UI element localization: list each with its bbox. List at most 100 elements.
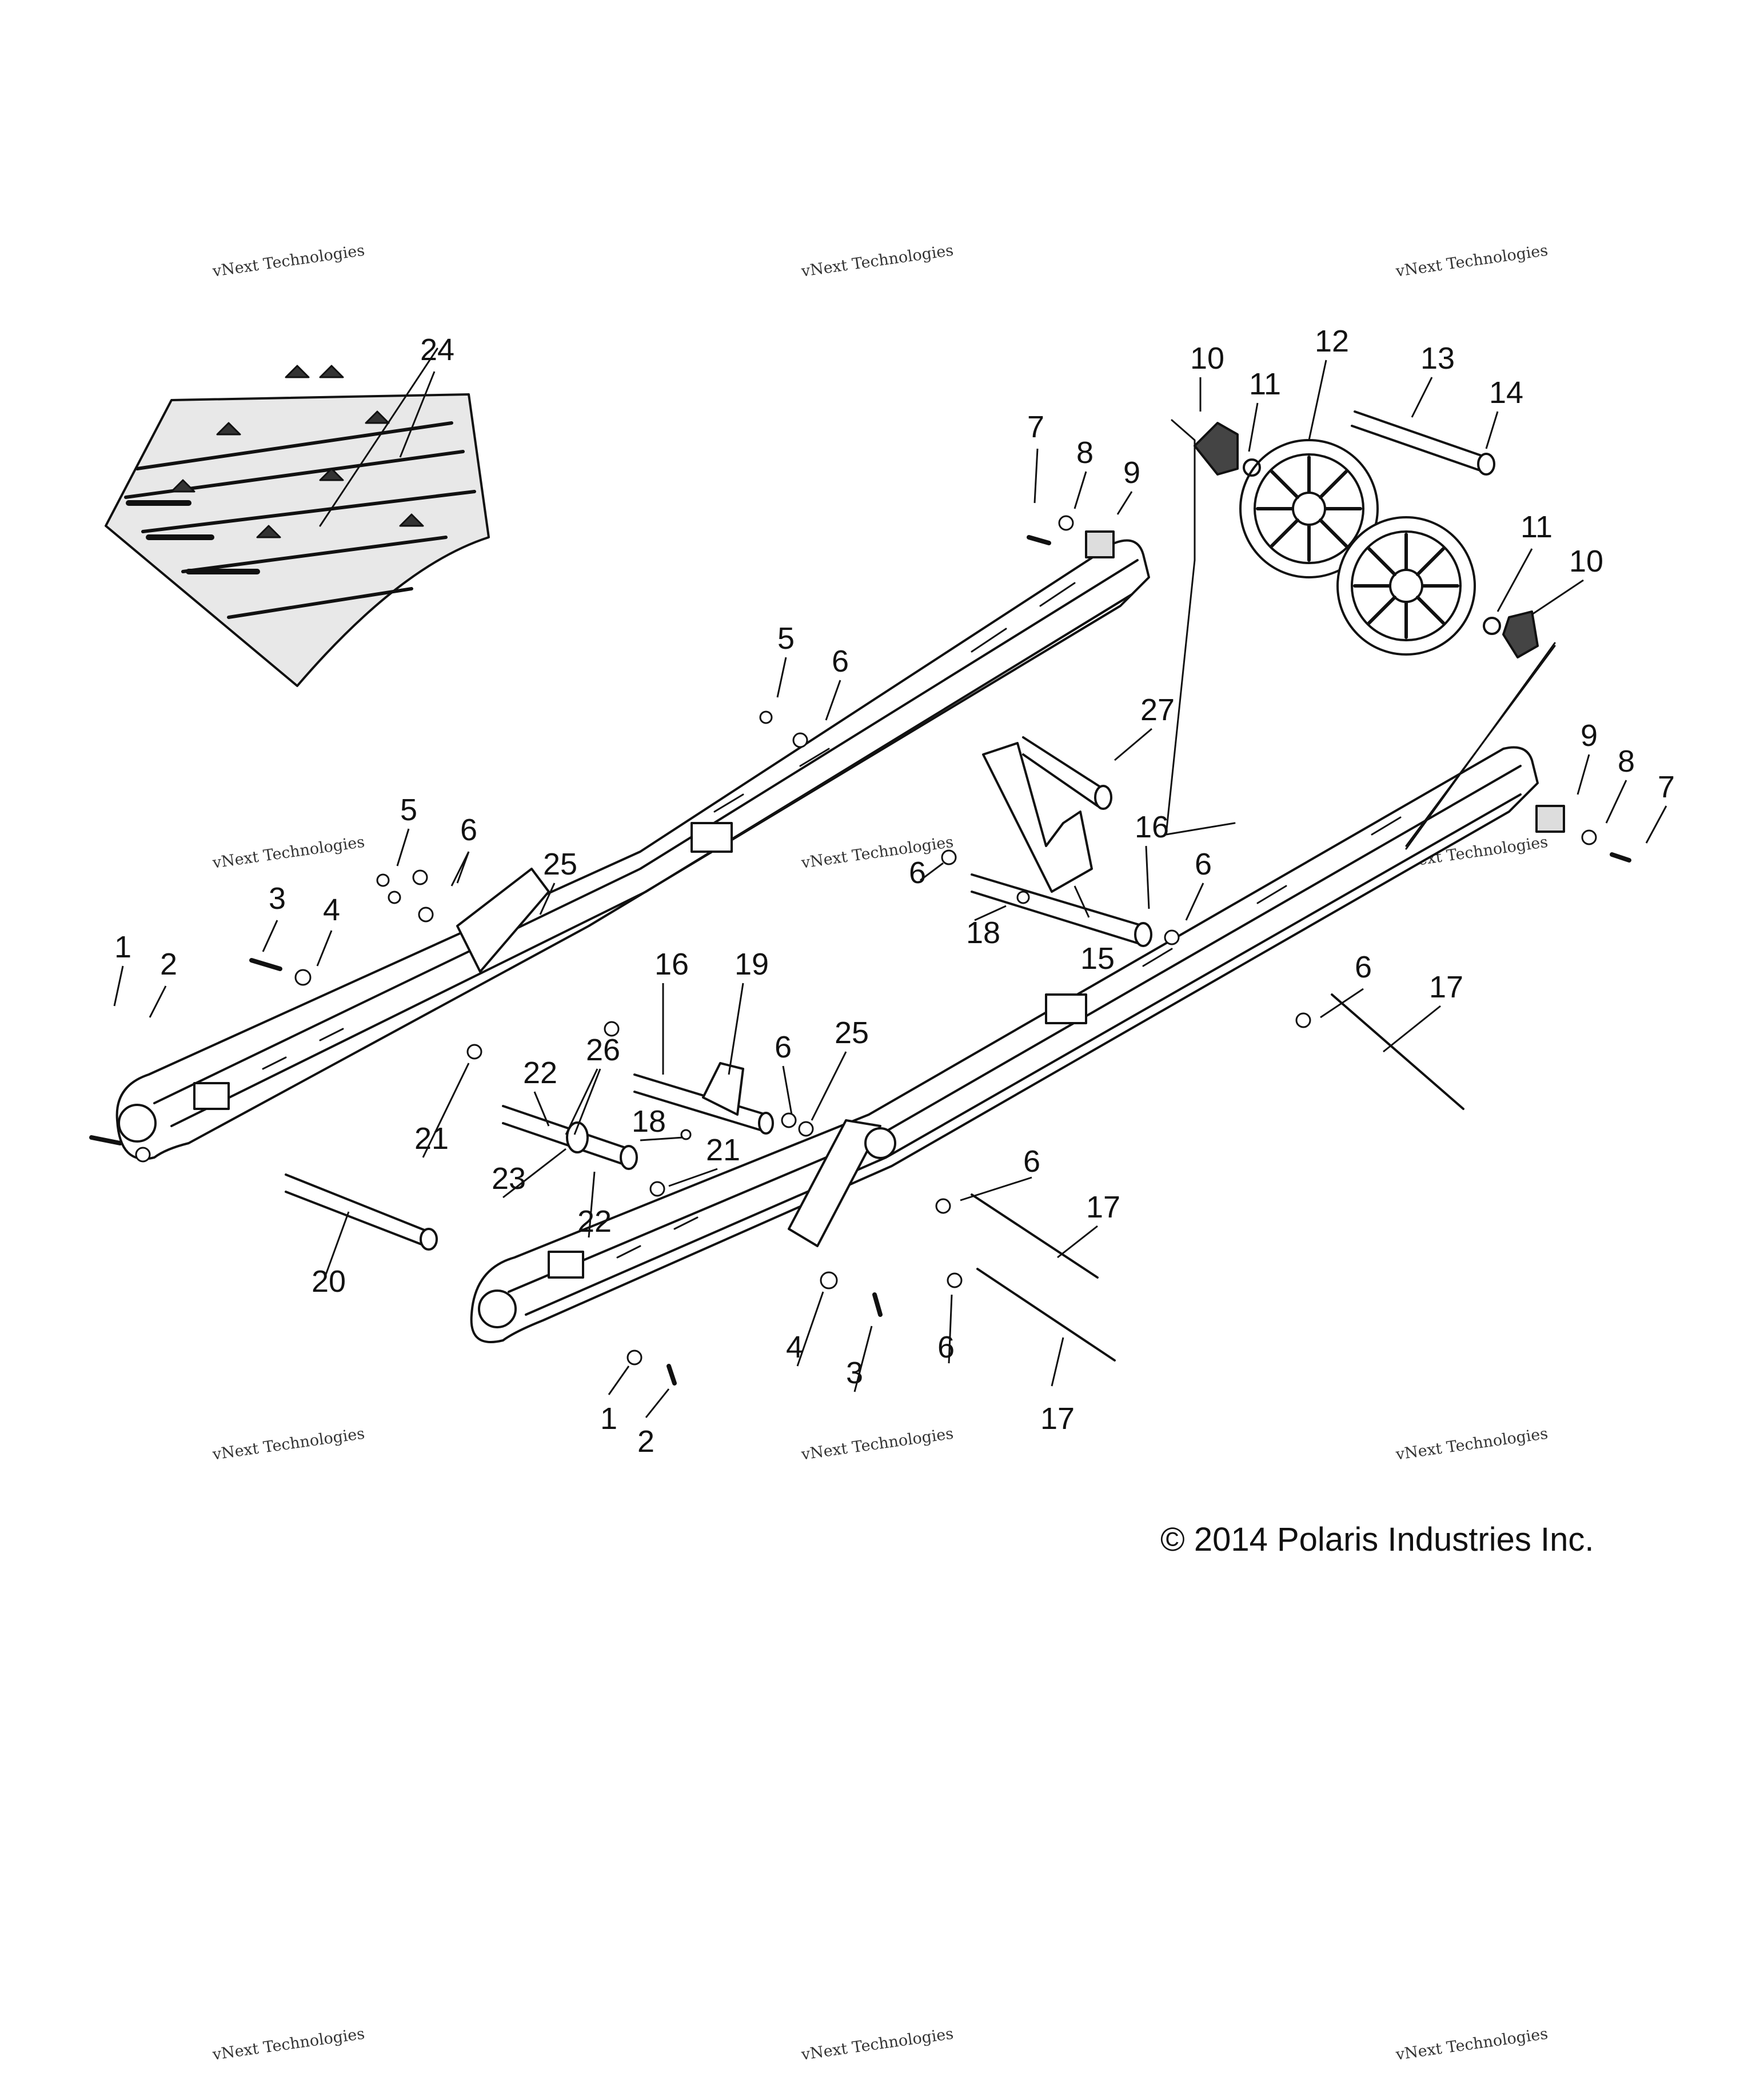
washer — [294, 969, 312, 986]
rail-slide-block — [1085, 530, 1115, 558]
callout-10: 10 — [1569, 544, 1603, 578]
washer — [798, 1121, 814, 1137]
grease-fitting — [680, 1129, 692, 1140]
left-rail — [115, 539, 1150, 1160]
right-rail — [470, 746, 1539, 1343]
callout-2: 2 — [637, 1424, 654, 1459]
callout-24: 24 — [420, 333, 454, 367]
callout-18: 18 — [966, 916, 1000, 950]
front-crossshaft — [285, 1173, 438, 1251]
washer — [781, 1112, 797, 1128]
callout-27: 27 — [1140, 693, 1175, 727]
nut — [376, 873, 390, 887]
bolt — [1610, 852, 1631, 863]
nut — [759, 710, 773, 724]
washer — [1295, 1012, 1311, 1028]
callout-19: 19 — [735, 947, 769, 981]
callout-1: 1 — [114, 930, 131, 964]
callout-3: 3 — [269, 881, 286, 916]
washer — [412, 869, 428, 885]
callout-23: 23 — [492, 1161, 526, 1196]
wheel-hub — [1502, 610, 1539, 658]
callout-6: 6 — [832, 644, 849, 678]
bolt — [89, 1135, 122, 1145]
callout-2: 2 — [160, 947, 177, 981]
long-bolt — [976, 1268, 1116, 1362]
callout-15: 15 — [1080, 941, 1115, 976]
callout-6: 6 — [775, 1030, 792, 1064]
callout-16: 16 — [1135, 810, 1169, 844]
callout-6: 6 — [1195, 847, 1212, 881]
callout-20: 20 — [312, 1264, 346, 1299]
callout-3: 3 — [846, 1356, 863, 1390]
callout-5: 5 — [400, 793, 417, 827]
wheel-axle — [1351, 410, 1495, 476]
bolt — [1027, 535, 1051, 545]
washer — [649, 1181, 665, 1197]
callout-labels: 1 1 2 2 3 3 4 4 5 5 6 6 6 6 6 6 6 6 7 7 … — [114, 324, 1675, 1459]
callout-1: 1 — [600, 1402, 617, 1436]
spacer-shaft — [502, 1105, 638, 1170]
track-section — [105, 365, 490, 687]
callout-8: 8 — [1618, 744, 1635, 778]
callout-16: 16 — [654, 947, 689, 981]
callout-6: 6 — [460, 813, 477, 847]
callout-6: 6 — [937, 1330, 955, 1364]
callout-17: 17 — [1086, 1190, 1120, 1224]
callout-7: 7 — [1658, 770, 1675, 804]
copyright-notice: © 2014 Polaris Industries Inc. — [1160, 1521, 1594, 1558]
washer — [947, 1272, 963, 1288]
callout-leaders — [113, 360, 1667, 1418]
bolt — [249, 958, 282, 971]
washer — [604, 1021, 620, 1037]
washer — [1581, 829, 1597, 845]
callout-12: 12 — [1315, 324, 1349, 358]
washer — [135, 1147, 151, 1163]
callout-11: 11 — [1249, 367, 1281, 401]
callout-22: 22 — [577, 1204, 612, 1239]
callout-10: 10 — [1190, 341, 1224, 376]
idler-wheel — [1239, 439, 1379, 578]
idler-wheel — [1336, 516, 1476, 656]
callout-9: 9 — [1123, 456, 1140, 490]
long-bolt — [1331, 993, 1464, 1110]
rear-crossbar — [1022, 736, 1112, 810]
washer — [792, 732, 808, 748]
washer — [820, 1271, 838, 1289]
callout-14: 14 — [1489, 376, 1523, 410]
retaining-ring — [1243, 458, 1261, 477]
rail-slide-block — [1535, 805, 1565, 833]
callout-25: 25 — [543, 847, 577, 881]
washer — [418, 907, 434, 923]
callout-8: 8 — [1076, 436, 1093, 470]
washer — [935, 1198, 951, 1214]
washer — [941, 849, 957, 865]
callout-6: 6 — [1023, 1144, 1040, 1179]
front-shaft — [633, 1062, 774, 1135]
grease-fitting — [1016, 891, 1030, 904]
callout-21: 21 — [706, 1133, 740, 1167]
callout-17: 17 — [1429, 970, 1463, 1004]
long-bolt — [971, 1193, 1099, 1279]
torque-arm-bracket — [971, 742, 1152, 947]
wheel-hub — [1194, 422, 1239, 476]
washer — [466, 1044, 482, 1060]
washer — [626, 1350, 642, 1366]
callout-4: 4 — [323, 893, 340, 927]
bolt — [872, 1292, 883, 1317]
callout-5: 5 — [777, 621, 795, 656]
callout-25: 25 — [835, 1016, 869, 1050]
callout-13: 13 — [1420, 341, 1455, 376]
callout-7: 7 — [1027, 410, 1044, 444]
callout-17: 17 — [1040, 1402, 1075, 1436]
callout-11: 11 — [1520, 510, 1553, 544]
washer — [1058, 515, 1074, 531]
washer — [1164, 929, 1180, 945]
bolt — [667, 1364, 677, 1386]
callout-26: 26 — [586, 1033, 620, 1067]
callout-22: 22 — [523, 1056, 557, 1090]
callout-18: 18 — [632, 1104, 666, 1139]
callout-6: 6 — [1355, 950, 1372, 984]
nut — [388, 891, 401, 904]
